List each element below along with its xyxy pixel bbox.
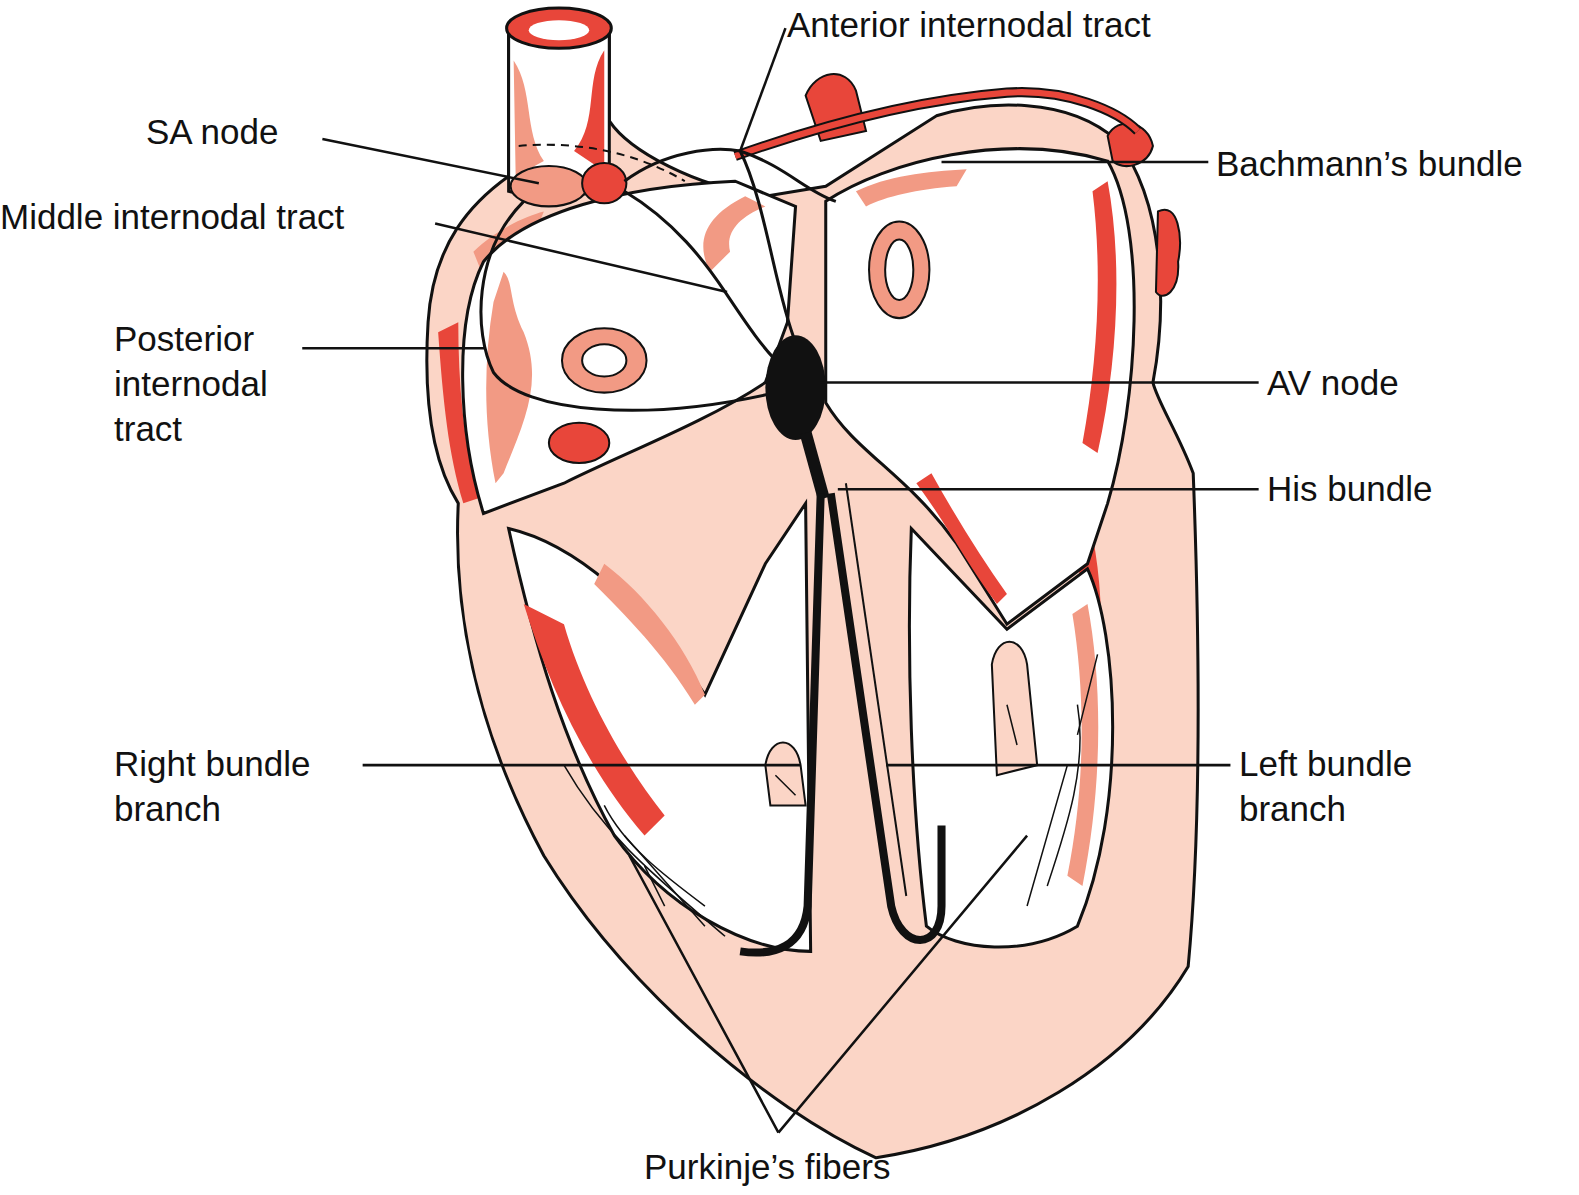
chamber-marbling bbox=[856, 169, 967, 206]
middle-tract bbox=[624, 191, 783, 367]
part-label: Posterior internodal tract bbox=[114, 316, 315, 451]
part-label: His bundle bbox=[1267, 466, 1569, 511]
leader-line bbox=[302, 28, 1258, 1132]
sa-node bbox=[511, 166, 588, 206]
valve bbox=[582, 344, 626, 376]
pulmonary-vein bbox=[1156, 210, 1180, 296]
his-bundle bbox=[806, 433, 824, 498]
valve bbox=[562, 328, 647, 392]
right-bundle-branch bbox=[740, 493, 821, 952]
part-label: Anterior internodal tract bbox=[787, 2, 1250, 47]
chamber-marbling bbox=[703, 196, 765, 272]
bachmann-bundle bbox=[735, 92, 1138, 156]
left-bundle-branch bbox=[831, 493, 942, 940]
vessel-opening bbox=[507, 8, 612, 48]
vessel-opening bbox=[529, 20, 589, 40]
papillary-muscle bbox=[765, 742, 805, 805]
left-atrium bbox=[826, 149, 1134, 624]
chamber-marbling bbox=[1067, 604, 1098, 886]
chamber-marbling bbox=[594, 564, 705, 705]
right-atrium bbox=[463, 181, 796, 513]
chamber-marbling bbox=[524, 604, 665, 836]
part-label: Bachmann’s bundle bbox=[1216, 141, 1579, 186]
vessel-marbling bbox=[514, 60, 544, 176]
valve bbox=[869, 221, 929, 318]
chamber-marbling bbox=[486, 272, 532, 483]
sa-node bbox=[582, 163, 626, 203]
anterior-tract bbox=[624, 149, 795, 342]
dashed-tract bbox=[519, 145, 685, 181]
part-label: SA node bbox=[146, 109, 347, 154]
part-label: Right bundle branch bbox=[114, 741, 356, 831]
part-label: Middle internodal tract bbox=[0, 194, 433, 239]
right-ventricle bbox=[509, 503, 811, 951]
valve bbox=[885, 240, 913, 300]
heart-outline bbox=[427, 30, 1198, 1158]
chamber-marbling bbox=[1082, 181, 1116, 453]
part-label: AV node bbox=[1267, 360, 1569, 405]
papillary-muscle bbox=[992, 642, 1037, 775]
vessel-marbling bbox=[574, 50, 604, 171]
purkinje-fibers bbox=[564, 654, 1098, 936]
part-label: Purkinje’s fibers bbox=[644, 1144, 976, 1189]
part-label: Left bundle branch bbox=[1239, 741, 1471, 831]
posterior-tract bbox=[481, 201, 775, 410]
av-node bbox=[765, 335, 825, 440]
bachmann-bundle bbox=[735, 92, 1138, 156]
anterior-tract bbox=[740, 151, 836, 201]
valve bbox=[549, 423, 609, 463]
left-bundle-branch bbox=[846, 483, 906, 896]
